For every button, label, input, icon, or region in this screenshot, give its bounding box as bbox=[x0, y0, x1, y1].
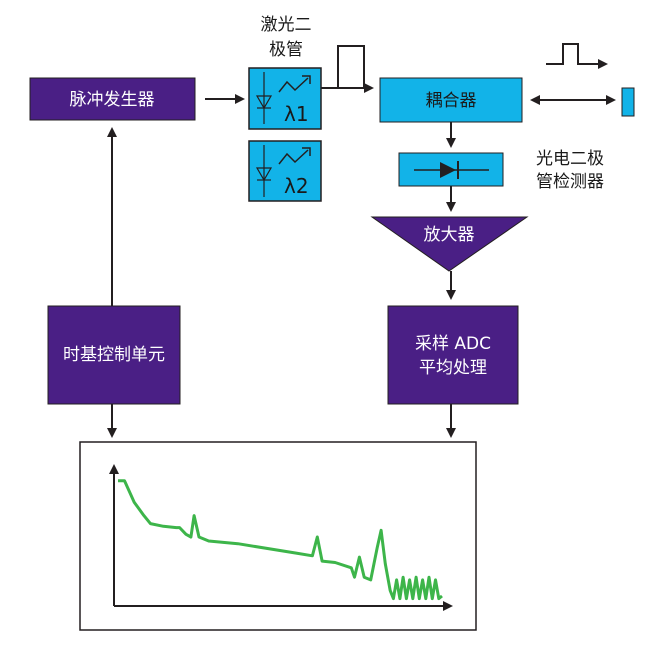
sampling-label-line1: 采样 ADC bbox=[415, 334, 491, 354]
fiber-connector bbox=[621, 87, 635, 117]
otdr-trace-line bbox=[118, 479, 443, 601]
laser-diode-label-line1: 激光二 bbox=[261, 15, 312, 35]
laser-diode-lambda1-block: λ1 bbox=[248, 67, 322, 130]
timebase-label: 时基控制单元 bbox=[63, 345, 165, 365]
timebase-block: 时基控制单元 bbox=[47, 305, 181, 405]
sampling-label-line2: 平均处理 bbox=[419, 358, 487, 378]
photodiode-block bbox=[398, 152, 504, 187]
pulse-waveform-output bbox=[546, 43, 593, 65]
laser-diode-label-line2: 极管 bbox=[269, 40, 303, 60]
pulse-waveform-laser bbox=[321, 45, 372, 89]
laser-diode-lambda2-block: λ2 bbox=[248, 140, 322, 202]
sampling-adc-block: 采样 ADC 平均处理 bbox=[387, 305, 519, 405]
photodiode-label-line1: 光电二极 bbox=[536, 149, 604, 169]
amplifier-block: 放大器 bbox=[370, 216, 529, 272]
amplifier-label: 放大器 bbox=[424, 225, 475, 245]
photodiode-label-line2: 管检测器 bbox=[536, 172, 604, 192]
lambda2-label: λ2 bbox=[284, 174, 309, 198]
lambda1-label: λ1 bbox=[284, 102, 309, 126]
pulse-generator-label: 脉冲发生器 bbox=[70, 90, 155, 110]
display-frame bbox=[79, 441, 477, 631]
coupler-label: 耦合器 bbox=[426, 91, 477, 111]
pulse-generator-block: 脉冲发生器 bbox=[29, 77, 196, 121]
coupler-block: 耦合器 bbox=[379, 77, 523, 123]
